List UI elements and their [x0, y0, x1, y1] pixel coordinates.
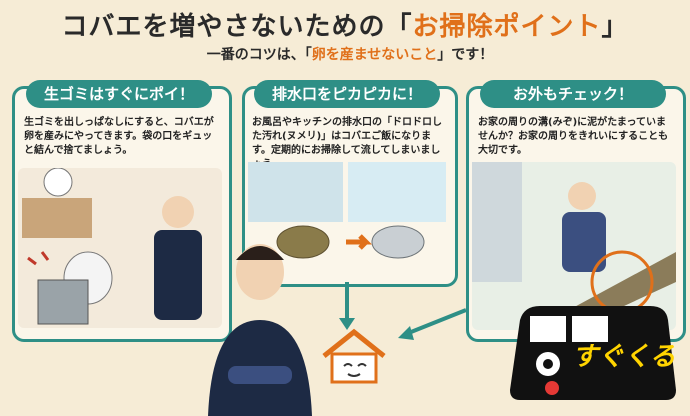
panel-outside-title: お外もチェック！	[480, 80, 666, 108]
man-head	[162, 196, 194, 228]
kitchen-counter	[22, 198, 92, 238]
drain-scene-illustration	[248, 162, 446, 259]
panel-garbage-text: 生ゴミを出しっぱなしにすると、コバエが卵を産みにやってきます。袋の口をギュッと結…	[24, 117, 214, 156]
house-icon	[322, 328, 386, 384]
presenter-man	[208, 244, 312, 416]
man-body	[154, 230, 202, 320]
trash-can	[37, 279, 89, 325]
bus-mascot	[510, 306, 676, 400]
arrow-icon	[346, 234, 373, 250]
panel-garbage-title: 生ゴミはすぐにポイ！	[26, 80, 212, 108]
panel-outside-text: お家の周りの溝(みぞ)に泥がたまっていませんか？お家の周りをきれいにすることも大…	[478, 117, 669, 156]
page-subtitle: 一番のコツは、「卵を産ませないこと」です！	[206, 47, 494, 63]
garbage-scene-illustration	[18, 168, 222, 328]
panel-drain-title: 排水口をピカピカに！	[254, 80, 440, 108]
page-title: コバエを増やさないための「お掃除ポイント」	[61, 12, 629, 42]
bus-mascot-text: すぐくる	[572, 342, 676, 372]
clean-drain	[371, 225, 425, 259]
dirty-drain	[276, 225, 330, 259]
